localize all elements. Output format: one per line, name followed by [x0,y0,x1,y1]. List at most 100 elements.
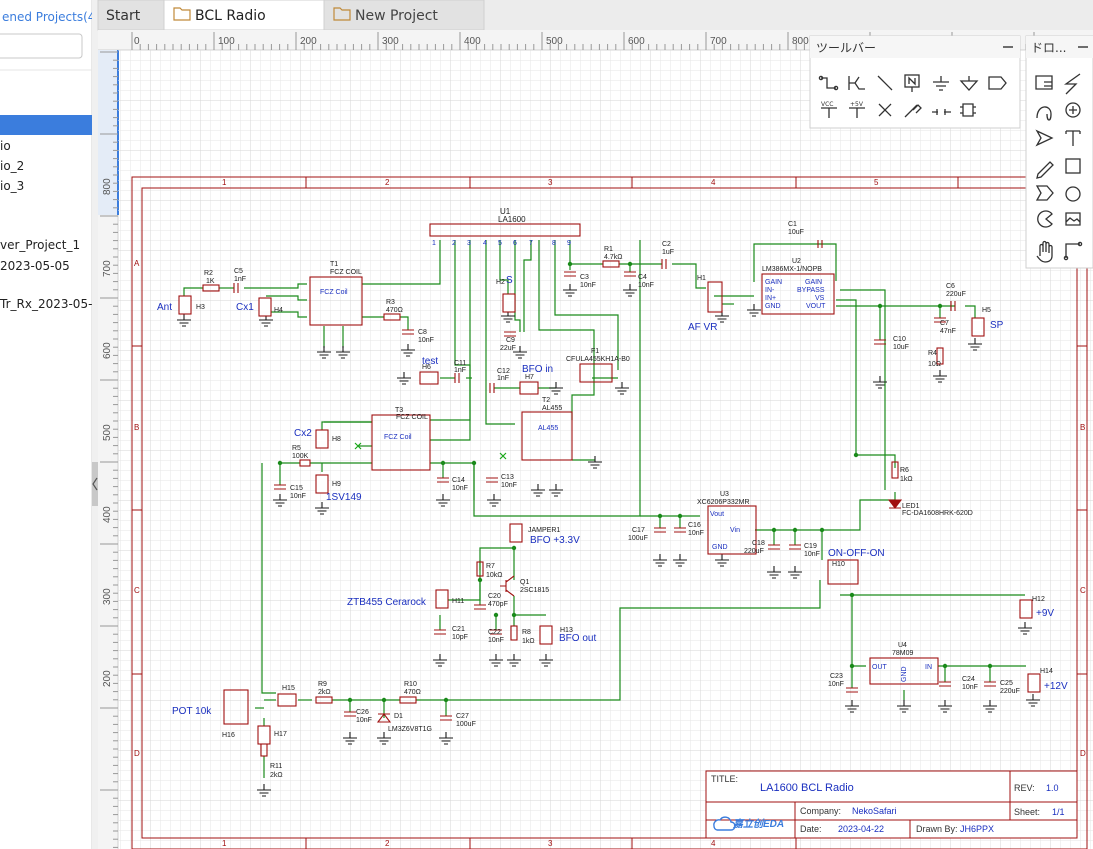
ruler-label: 300 [382,36,399,47]
project-item-selected[interactable] [0,115,92,135]
ground-symbol [983,700,997,713]
r10-value: 470Ω [404,689,421,696]
frame-row-label: C [1080,586,1086,595]
arc-tool-button[interactable] [1065,102,1081,118]
netlabel-tool-button[interactable] [902,72,924,94]
f1-body [579,363,613,383]
picture-tool-button[interactable] [1065,212,1081,226]
wire-tool-button[interactable] [818,72,840,94]
ruler-label: 800 [102,178,113,195]
r2-ref: R2 [204,270,213,277]
ground-symbol [257,784,271,797]
drawing-toolbar-title: ドロ... [1031,41,1066,55]
pencil-icon [1036,161,1054,179]
ground-symbol [933,370,947,383]
ruler-label: 100 [218,36,235,47]
image-tool-button[interactable] [1035,75,1053,90]
frame-col-label: 3 [548,178,553,187]
hand-icon [1036,240,1053,263]
u3-value: XC6206P332MR [697,499,750,506]
r8-value: 1kΩ [522,638,535,645]
t2-value: AL455 [542,405,562,412]
polygon-tool-button[interactable] [1035,185,1054,201]
schematic-canvas[interactable] [118,50,1093,849]
panel-collapse-handle[interactable] [92,462,98,506]
noconnect-tool-button[interactable] [878,103,892,117]
project-item[interactable]: 2023-05-05 [0,259,70,273]
panel-header: ened Projects(4) [2,10,100,24]
pan-tool-button[interactable] [1036,240,1053,263]
text-tool-button[interactable] [1065,130,1081,146]
c24-value: 10nF [962,684,978,691]
plus5v-tool-button[interactable] [849,107,865,118]
probe-tool-button[interactable] [904,104,922,118]
circle-tool-button[interactable] [1065,186,1081,202]
c1-ref: C1 [788,221,797,228]
project-item[interactable]: ver_Project_1 [0,238,80,252]
arrow-tool-button[interactable] [1035,129,1054,147]
frame-row-label: D [134,749,140,758]
probe-icon [904,104,922,118]
u4-pin: OUT [872,664,888,671]
rect-tool-button[interactable] [1065,158,1081,174]
u2-value: LM386MX-1/NOPB [762,266,822,273]
frame-col-label: 4 [711,178,716,187]
junction-tool-button[interactable] [960,103,976,117]
ground-symbol [623,284,637,297]
schematic-text: U1 LA1600 1 2 3 4 5 6 7 8 9 T1 FCZ COIL … [196,207,1053,779]
c7-value: 47nF [940,328,956,335]
project-item[interactable]: io_2 [0,159,24,173]
line-tool-button[interactable] [874,72,896,94]
pin-tool-button[interactable] [932,109,951,115]
folder-icon [333,7,351,21]
bus-tool-button[interactable] [846,72,868,94]
connector-tool-button[interactable] [1063,241,1083,261]
cloud-logo-icon [713,816,736,831]
ground-symbol [653,554,667,567]
u2-body [761,273,835,315]
c13-value: 10nF [501,482,517,489]
c1-value: 10uF [788,229,804,236]
ground-symbol [273,494,287,507]
ruler-label: 700 [710,36,727,47]
pencil-tool-button[interactable] [1036,161,1054,179]
h16-body [223,689,249,725]
ground-symbol [531,484,545,497]
c14-ref: C14 [452,477,465,484]
title-key: TITLE: [711,774,738,784]
h15-ref: H15 [282,685,295,692]
c5-ref: C5 [234,268,243,275]
h7-ref: H7 [525,374,534,381]
tab-bcl-radio[interactable]: BCL Radio [163,0,325,31]
h17-ref: H17 [274,731,287,738]
gnd-flag-tool-button[interactable] [958,72,980,94]
bolt-tool-button[interactable] [1063,73,1081,95]
bezier-tool-button[interactable] [1036,106,1052,121]
tab-new-project[interactable]: New Project [323,0,485,31]
c15-ref: C15 [290,485,303,492]
vcc-label: VCC [821,101,833,108]
ground-symbol [377,732,391,745]
pie-tool-button[interactable] [1037,210,1053,228]
f1-ref: F1 [591,348,599,355]
t1-value: FCZ COIL [330,269,362,276]
netport-tool-button[interactable] [986,72,1008,94]
c19-value: 10nF [804,551,820,558]
ground-tool-button[interactable] [930,72,952,94]
project-item[interactable]: io [0,139,11,153]
project-item[interactable]: io_3 [0,179,24,193]
ground-symbol [845,700,859,713]
c3-value: 10nF [580,282,596,289]
ground-symbol [747,304,761,317]
ruler-label: 700 [102,260,113,277]
c8-value: 10nF [418,337,434,344]
u1-value: LA1600 [498,215,526,224]
c8-ref: C8 [418,329,427,336]
project-item[interactable]: Tr_Rx_2023-05-0 [0,297,100,311]
ground-symbol [315,502,329,515]
ground-symbol [507,654,521,667]
ground-symbol [397,372,411,385]
tab-start[interactable]: Start [97,0,165,31]
project-search-input[interactable] [0,33,83,59]
vcc-tool-button[interactable] [821,107,837,118]
